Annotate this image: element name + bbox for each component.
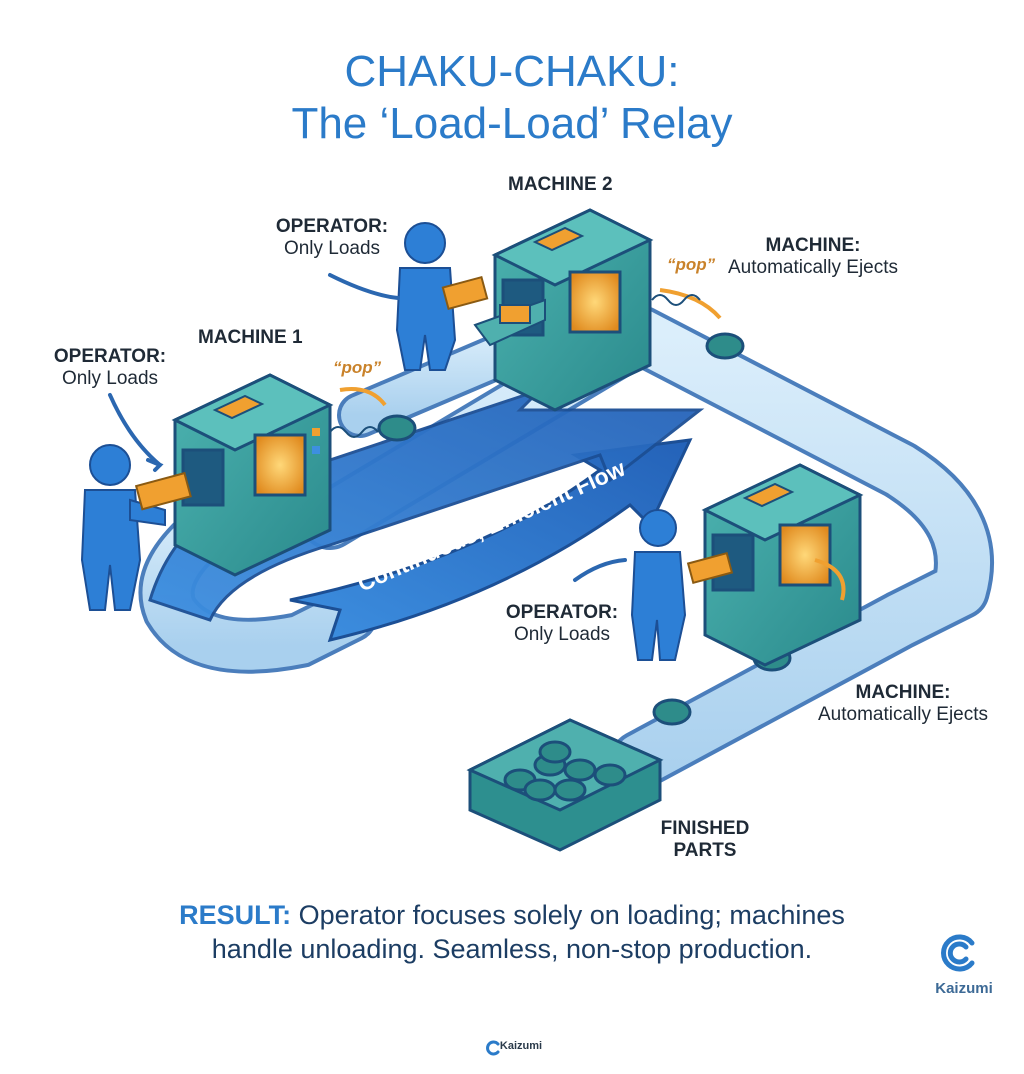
finished-parts-line1: FINISHED	[660, 818, 750, 839]
kaizumi-logo-icon	[941, 934, 975, 972]
operator-label-1: OPERATOR: Only Loads	[40, 346, 180, 390]
operator-2	[395, 222, 489, 371]
brand-name: Kaizumi	[935, 980, 993, 997]
result-line-1: Operator focuses solely on loading; mach…	[298, 900, 845, 930]
title-line-1: CHAKU-CHAKU:	[344, 47, 680, 96]
operator-3	[630, 509, 734, 661]
finished-parts-bin	[466, 718, 664, 852]
result-statement: RESULT: Operator focuses solely on loadi…	[60, 898, 964, 966]
machine-eject-text: Automatically Ejects	[728, 257, 899, 278]
machine-eject-heading: MACHINE:	[855, 682, 951, 703]
pop-arrows	[339, 288, 722, 407]
machine-eject-text: Automatically Ejects	[818, 704, 989, 725]
finished-parts-label: FINISHED PARTS	[640, 818, 770, 862]
operator-label-heading: OPERATOR:	[53, 346, 167, 367]
result-lead: RESULT:	[179, 900, 292, 930]
machine-1-label: MACHINE 1	[198, 327, 303, 348]
machine-eject-heading: MACHINE:	[765, 235, 861, 256]
spring-icon	[329, 294, 701, 438]
machine-1	[171, 373, 334, 577]
operator-label-heading: OPERATOR:	[275, 216, 389, 237]
operator-label-2: OPERATOR: Only Loads	[262, 216, 402, 260]
footer-brand: Kaizumi	[0, 1040, 1024, 1052]
operator-label-heading: OPERATOR:	[505, 602, 619, 623]
operator-label-text: Only Loads	[513, 624, 611, 645]
machine-3	[701, 463, 864, 667]
pop-label-1: “pop”	[333, 358, 382, 377]
operator-label-text: Only Loads	[61, 368, 159, 389]
machine-eject-label-1: MACHINE: Automatically Ejects	[728, 235, 898, 279]
machine-eject-label-2: MACHINE: Automatically Ejects	[818, 682, 988, 726]
callout-arrows	[108, 273, 627, 582]
operator-label-3: OPERATOR: Only Loads	[492, 602, 632, 646]
finished-parts-line2: PARTS	[673, 840, 737, 861]
pop-label-2: “pop”	[667, 255, 716, 274]
brand-block: Kaizumi	[924, 930, 1004, 997]
footer-brand-name: Kaizumi	[499, 1040, 543, 1052]
machine-2-label: MACHINE 2	[508, 174, 613, 195]
result-line-2: handle unloading. Seamless, non-stop pro…	[211, 934, 813, 964]
machine-2	[473, 208, 654, 412]
footer-logo-icon	[486, 1040, 500, 1056]
operator-label-text: Only Loads	[283, 238, 381, 259]
title-line-2: The ‘Load-Load’ Relay	[291, 99, 733, 148]
operator-1	[80, 444, 192, 611]
